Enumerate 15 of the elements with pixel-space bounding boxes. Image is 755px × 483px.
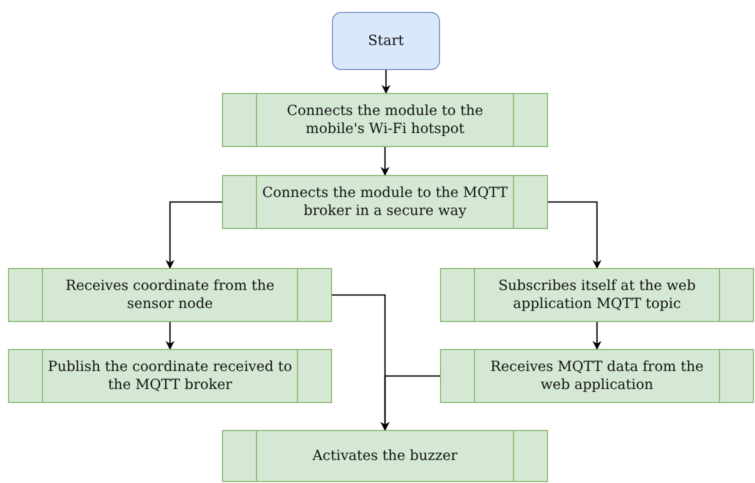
process-box: Connects the module to the MQTT broker in a secure way <box>222 175 548 229</box>
process-box: Publish the coordinate received to the MQTT broker <box>8 349 332 403</box>
start-terminal: Start <box>332 12 440 70</box>
arrow <box>382 70 390 94</box>
arrow <box>166 201 222 269</box>
process-box: Subscribes itself at the web application MQTT topic <box>440 268 754 322</box>
arrow <box>380 375 440 431</box>
arrow <box>548 201 602 269</box>
process-box: Receives coordinate from the sensor node <box>8 268 332 322</box>
arrow <box>166 322 174 350</box>
process-box: Receives MQTT data from the web application <box>440 349 754 403</box>
arrow <box>380 147 390 176</box>
process-box: Activates the buzzer <box>222 430 548 482</box>
arrow <box>592 322 602 350</box>
process-box: Connects the module to the mobile's Wi-Fi hotspot <box>222 93 548 147</box>
